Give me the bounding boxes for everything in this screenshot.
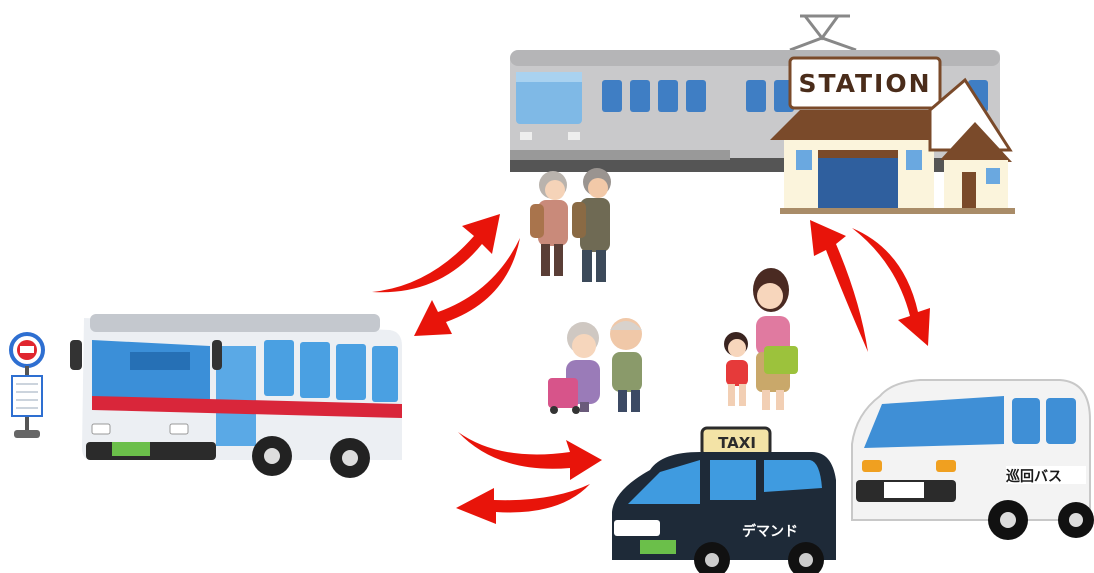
van-side-label: 巡回バス [1006,466,1086,485]
arrows-group [372,214,930,524]
arrow-taxi-to-bus [456,484,590,524]
taxi-icon [612,426,836,573]
station-sign-text: STATION [798,68,932,98]
elderly-couple-walking [530,168,611,282]
bus-icon [70,314,402,478]
elderly-couple-with-cart [548,318,642,414]
arrow-bus-to-train [372,214,500,293]
mother-and-child [724,268,798,410]
van-icon [851,379,1094,540]
bus-stop-sign-icon [9,332,45,438]
arrow-train-to-bus [414,238,520,336]
station-building-icon [770,56,1015,214]
arrow-bus-to-taxi [458,432,602,480]
taxi-side-label: デマンド [742,524,798,540]
taxi-roof-sign-text: TAXI [718,434,756,452]
arrow-van-to-station [810,220,868,352]
arrow-station-to-van [852,228,930,346]
